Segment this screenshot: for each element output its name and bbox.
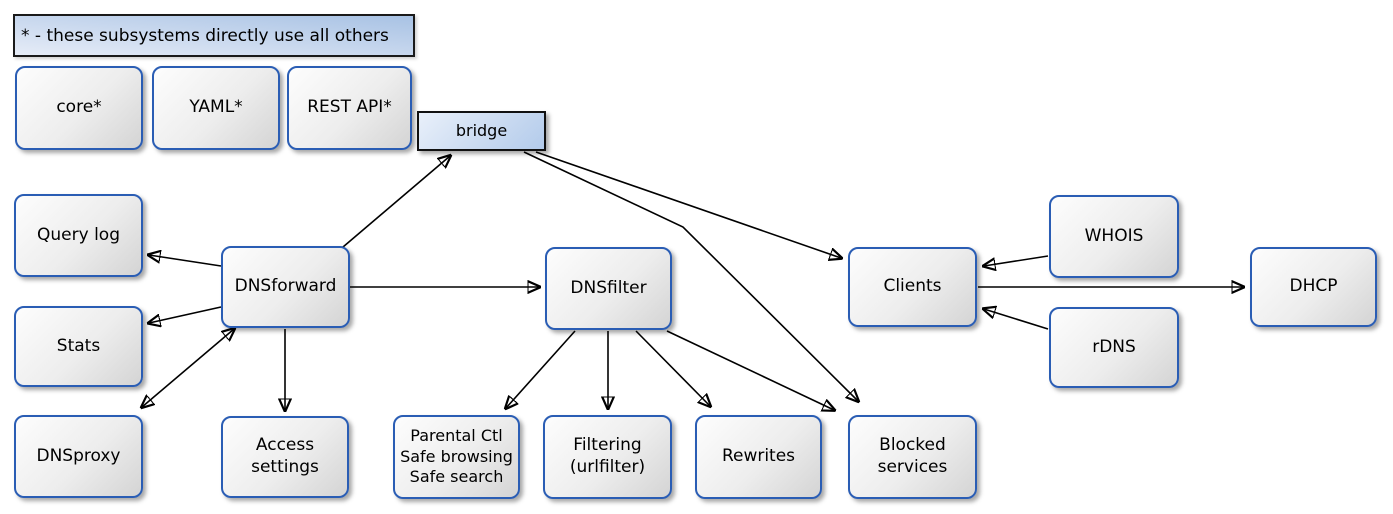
node-blocked-services: Blocked services bbox=[848, 415, 977, 499]
edge-dnsforward-dnsproxy bbox=[142, 329, 234, 407]
node-filtering: Filtering (urlfilter) bbox=[543, 415, 672, 499]
node-dhcp-label: DHCP bbox=[1289, 276, 1338, 297]
edge-dnsforward-stats bbox=[149, 306, 222, 323]
node-core: core* bbox=[15, 66, 143, 150]
edge-dnsforward-querylog bbox=[149, 255, 222, 267]
node-rewrites: Rewrites bbox=[695, 415, 822, 499]
node-clients-label: Clients bbox=[883, 276, 942, 297]
legend-text: * - these subsystems directly use all ot… bbox=[21, 25, 389, 46]
node-whois-label: WHOIS bbox=[1084, 225, 1144, 246]
node-stats-label: Stats bbox=[56, 335, 101, 356]
node-whois: WHOIS bbox=[1049, 195, 1179, 278]
edge-dnsfilter-rewrites bbox=[635, 330, 710, 406]
node-clients: Clients bbox=[848, 247, 977, 327]
node-yaml: YAML* bbox=[152, 66, 280, 150]
node-bridge: bridge bbox=[417, 111, 546, 151]
edge-dnsforward-bridge bbox=[342, 156, 450, 248]
node-access-settings: Access settings bbox=[221, 416, 349, 498]
node-access-settings-label: Access settings bbox=[251, 435, 319, 477]
edge-whois-clients bbox=[984, 255, 1049, 266]
node-blocked-services-label: Blocked services bbox=[877, 435, 948, 477]
edge-rdns-clients bbox=[984, 309, 1049, 330]
node-parental-label: Parental Ctl Safe browsing Safe search bbox=[400, 426, 513, 487]
legend-box: * - these subsystems directly use all ot… bbox=[13, 14, 415, 57]
node-filtering-label: Filtering (urlfilter) bbox=[569, 435, 646, 477]
edge-bridge-clients bbox=[535, 151, 841, 258]
node-core-label: core* bbox=[56, 97, 102, 118]
node-query-log: Query log bbox=[14, 194, 143, 277]
node-query-log-label: Query log bbox=[37, 224, 120, 245]
node-rewrites-label: Rewrites bbox=[721, 446, 796, 467]
node-rest-api: REST API* bbox=[287, 66, 412, 150]
node-rdns: rDNS bbox=[1049, 307, 1179, 388]
node-dnsfilter-label: DNSfilter bbox=[570, 277, 647, 298]
node-bridge-label: bridge bbox=[455, 120, 508, 140]
node-dnsforward: DNSforward bbox=[221, 246, 350, 328]
node-dnsproxy: DNSproxy bbox=[14, 415, 143, 498]
node-yaml-label: YAML* bbox=[189, 97, 243, 118]
node-dnsforward-label: DNSforward bbox=[234, 276, 337, 297]
edge-dnsfilter-parental bbox=[506, 330, 576, 408]
node-dhcp: DHCP bbox=[1250, 247, 1377, 327]
edge-dnsfilter-blocked bbox=[666, 330, 834, 410]
node-dnsproxy-label: DNSproxy bbox=[36, 445, 121, 466]
node-stats: Stats bbox=[14, 306, 143, 387]
node-parental: Parental Ctl Safe browsing Safe search bbox=[393, 415, 520, 499]
node-dnsfilter: DNSfilter bbox=[545, 247, 672, 330]
node-rest-api-label: REST API* bbox=[307, 97, 392, 118]
node-rdns-label: rDNS bbox=[1092, 336, 1136, 357]
